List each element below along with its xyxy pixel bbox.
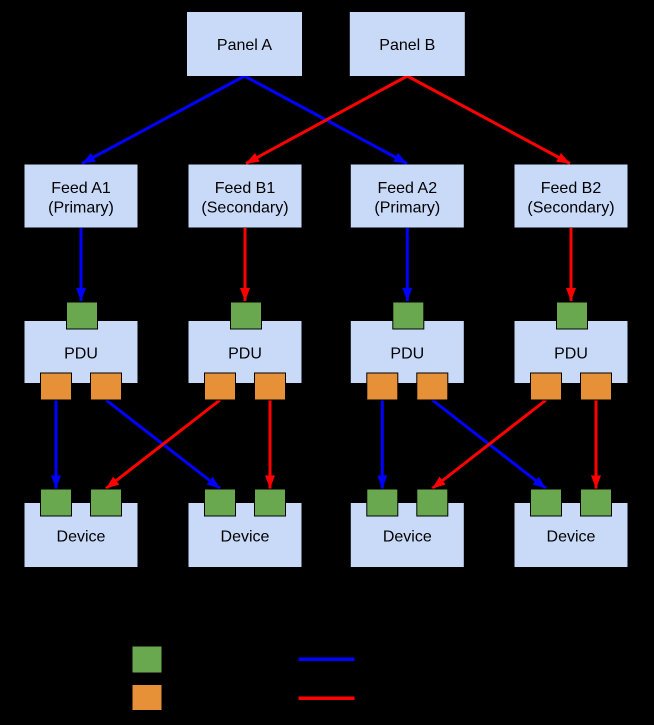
svg-text:Device: Device: [221, 529, 270, 546]
svg-text:Feed B1: Feed B1: [215, 180, 276, 197]
svg-text:Feed B2: Feed B2: [541, 180, 602, 197]
svg-text:Feed A1: Feed A1: [51, 180, 111, 197]
svg-text:PDU: PDU: [554, 346, 588, 363]
svg-text:(Secondary): (Secondary): [201, 200, 288, 217]
svg-text:PDU: PDU: [390, 346, 424, 363]
svg-text:Panel A: Panel A: [217, 37, 272, 54]
svg-text:(Secondary): (Secondary): [527, 200, 614, 217]
svg-text:PDU: PDU: [64, 346, 98, 363]
svg-text:Device: Device: [547, 529, 596, 546]
svg-text:(Primary): (Primary): [48, 200, 114, 217]
svg-text:Device: Device: [383, 529, 432, 546]
svg-text:Feed A2: Feed A2: [377, 180, 437, 197]
svg-text:PDU: PDU: [228, 346, 262, 363]
svg-text:Panel B: Panel B: [379, 37, 435, 54]
svg-text:(Primary): (Primary): [374, 200, 440, 217]
svg-text:Device: Device: [57, 529, 106, 546]
